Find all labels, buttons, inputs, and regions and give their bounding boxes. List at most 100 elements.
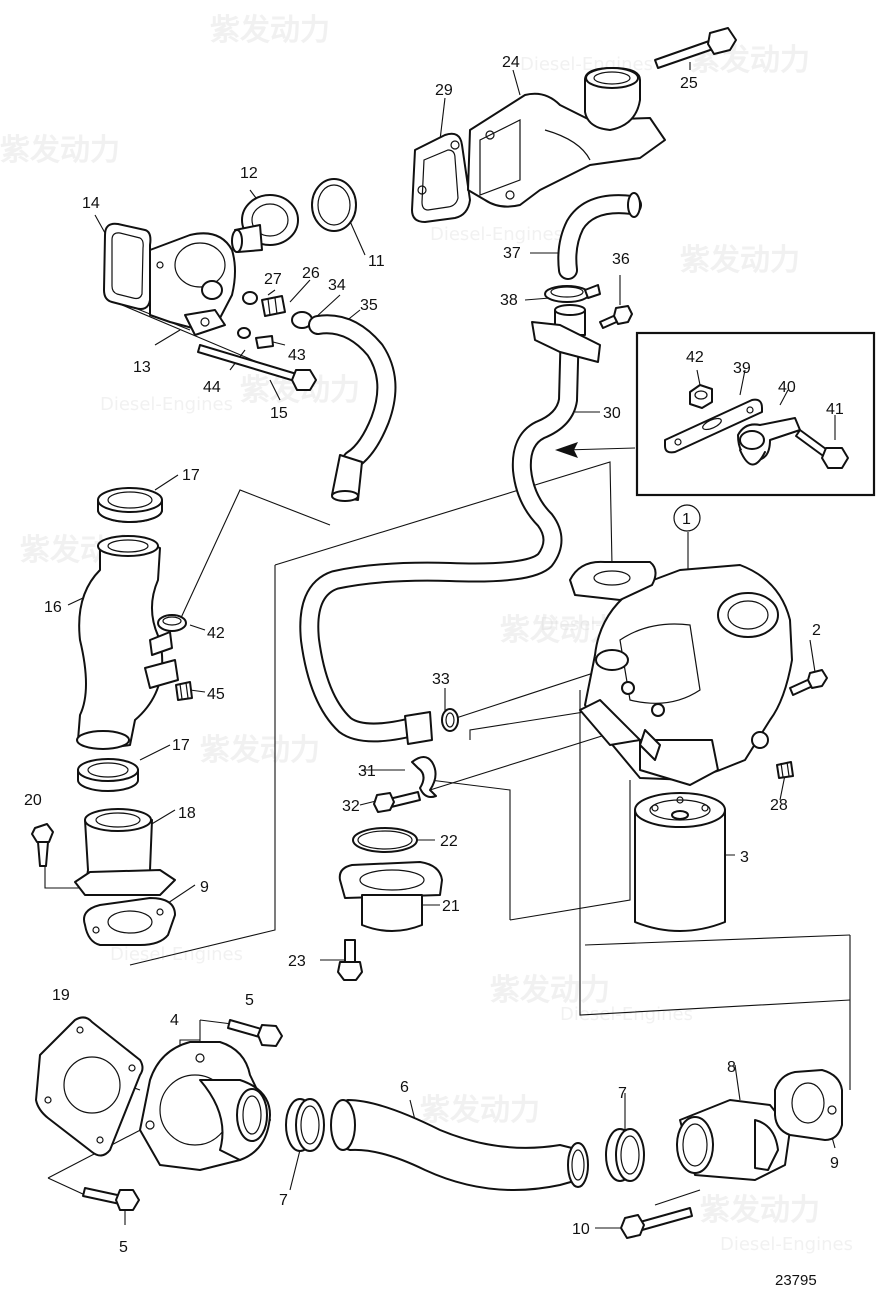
part-2-bolt[interactable] [789,669,828,696]
part-30-hose[interactable] [299,304,601,745]
callout-39: 39 [733,360,751,377]
callout-5-top: 5 [245,992,254,1009]
callout-27: 27 [264,271,282,288]
part-5-bolt-top[interactable] [227,1019,283,1047]
part-1-water-pump[interactable] [569,560,793,786]
callout-37: 37 [503,245,521,262]
callout-42-inset: 42 [686,349,704,366]
callout-33: 33 [432,671,450,688]
callout-21: 21 [442,898,460,915]
part-3-oil-filter[interactable] [634,792,726,932]
callout-19: 19 [52,987,70,1004]
part-36-bolt[interactable] [599,305,633,329]
part-26-union[interactable] [261,295,286,317]
callout-34: 34 [328,277,346,294]
watermark-brand: 紫发动力 [420,1093,540,1128]
part-6-pipe[interactable] [330,1099,589,1191]
part-39-bracket[interactable] [664,398,763,454]
watermark-brand: 紫发动力 [0,133,120,168]
part-17-sleeve-top[interactable] [97,487,163,523]
part-32-bolt[interactable] [373,791,421,813]
part-40-clamp[interactable] [737,417,801,466]
part-7-sleeve-left[interactable] [285,1098,325,1152]
callout-36: 36 [612,251,630,268]
callout-12: 12 [240,165,258,182]
part-5-bolt-bottom[interactable] [82,1187,140,1211]
part-19-gasket[interactable] [35,1016,144,1157]
part-10-bolt[interactable] [620,1207,693,1239]
callout-31: 31 [358,763,376,780]
watermark-latin: Diesel-Engines [720,1234,853,1255]
callout-1: 1 [682,511,691,528]
part-17-sleeve-bottom[interactable] [77,758,139,792]
watermark-brand: 紫发动力 [490,973,610,1008]
callout-25: 25 [680,75,698,92]
part-37-hose[interactable] [557,192,642,280]
part-33-o-ring[interactable] [441,708,459,732]
callout-24: 24 [502,54,520,71]
callout-5-bottom: 5 [119,1239,128,1256]
watermark-latin: Diesel-Engines [100,394,233,415]
diagram-reference-number: 23795 [775,1272,817,1289]
part-8-connector[interactable] [676,1099,791,1181]
inset-detail-box [555,331,876,497]
callout-15: 15 [270,405,288,422]
watermark-brand: 紫发动力 [680,243,800,278]
part-28-plug[interactable] [776,761,794,779]
part-18-connector[interactable] [74,808,176,896]
callout-28: 28 [770,797,788,814]
part-42-clamp[interactable] [157,614,187,632]
part-9-gasket-right[interactable] [774,1069,843,1141]
callout-18: 18 [178,805,196,822]
callout-labels: 1 2 3 4 5 5 6 7 7 8 9 9 10 11 12 13 14 1… [24,54,844,1256]
part-23-bolt[interactable] [337,939,363,981]
part-20-bolt[interactable] [31,823,54,867]
part-11-seal-ring[interactable] [311,178,357,232]
part-14-gasket[interactable] [103,222,152,310]
part-29-gasket[interactable] [411,132,471,223]
callout-38: 38 [500,292,518,309]
callout-41: 41 [826,401,844,418]
callout-26: 26 [302,265,320,282]
part-31-clip[interactable] [411,756,437,798]
watermark-latin: Diesel-Engines [110,944,243,965]
part-38-hose-clamp[interactable] [544,284,601,303]
callout-9-right: 9 [830,1155,839,1172]
callout-13: 13 [133,359,151,376]
callout-7-left: 7 [279,1192,288,1209]
watermark-brand: 紫发动力 [700,1193,820,1228]
callout-6: 6 [400,1079,409,1096]
part-24-thermostat-housing[interactable] [467,67,666,208]
part-9-gasket-left[interactable] [83,897,176,946]
watermark-brand: 紫发动力 [210,13,330,48]
part-25-bolt[interactable] [654,27,737,69]
callout-45: 45 [207,686,225,703]
part-7-sleeve-right[interactable] [605,1128,645,1182]
callout-9-left: 9 [200,879,209,896]
part-21-flange[interactable] [338,861,443,932]
part-27-washer[interactable] [242,291,258,305]
part-45-plug[interactable] [175,681,193,701]
callout-30: 30 [603,405,621,422]
part-12-thermostat[interactable] [231,194,299,253]
callout-43: 43 [288,347,306,364]
callout-35: 35 [360,297,378,314]
part-41-bolt[interactable] [795,429,849,469]
callout-40: 40 [778,379,796,396]
callout-23: 23 [288,953,306,970]
part-4-thermostat-housing[interactable] [139,1041,271,1171]
callout-1-circle [673,504,701,532]
part-13-thermostat-cover[interactable] [149,232,236,336]
callout-7-right: 7 [618,1085,627,1102]
part-35-hose[interactable] [308,314,397,502]
part-15-bolt[interactable] [197,344,317,391]
callout-29: 29 [435,82,453,99]
part-22-o-ring[interactable] [352,827,418,853]
callout-2: 2 [812,622,821,639]
part-43-washer[interactable] [237,327,274,349]
part-16-pipe[interactable] [76,535,179,750]
watermark-latin: Diesel-Engines [560,1004,693,1025]
part-42-nut[interactable] [689,384,713,409]
watermark-latin: Diesel-Engines [430,224,563,245]
